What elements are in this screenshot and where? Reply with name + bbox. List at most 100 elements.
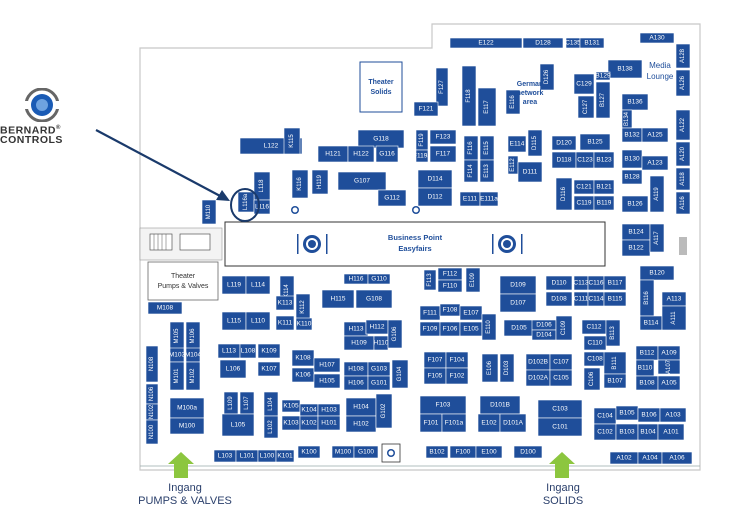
booth-e122[interactable] (449, 37, 523, 49)
booth-k110[interactable] (295, 317, 313, 331)
booth-a111[interactable] (661, 305, 687, 331)
booth-a103[interactable] (659, 407, 687, 423)
booth-c109[interactable] (555, 315, 573, 341)
booth-d101a[interactable] (499, 413, 527, 433)
booth-d116[interactable] (555, 177, 573, 211)
booth-f118[interactable] (461, 65, 477, 127)
booth-f123[interactable] (429, 129, 457, 145)
booth-h122[interactable] (347, 145, 375, 163)
booth-f119a[interactable] (415, 149, 429, 163)
booth-e111a[interactable] (479, 191, 499, 207)
booth-g100[interactable] (353, 445, 379, 459)
booth-k101[interactable] (275, 449, 295, 463)
booth-a130[interactable] (639, 32, 675, 44)
booth-g116[interactable] (375, 145, 399, 163)
booth-a122[interactable] (675, 109, 691, 141)
booth-k116[interactable] (291, 169, 309, 199)
booth-b131[interactable] (579, 37, 605, 49)
booth-a107[interactable] (657, 359, 681, 375)
booth-c127[interactable] (577, 95, 595, 119)
booth-h119[interactable] (311, 169, 329, 195)
booth-f102[interactable] (445, 367, 469, 385)
booth-f117[interactable] (429, 145, 457, 163)
booth-e113[interactable] (479, 159, 495, 183)
booth-f101a[interactable] (441, 413, 467, 433)
booth-g112[interactable] (377, 189, 407, 207)
booth-b102[interactable] (425, 445, 449, 459)
booth-f113[interactable] (423, 269, 437, 291)
booth-d110[interactable] (545, 275, 573, 291)
booth-l108[interactable] (239, 343, 257, 359)
booth-d128[interactable] (522, 37, 564, 49)
booth-d112[interactable] (417, 187, 453, 207)
booth-m100[interactable] (169, 417, 205, 435)
booth-a128[interactable] (675, 43, 691, 69)
booth-a101[interactable] (657, 423, 685, 441)
booth-a118[interactable] (675, 167, 691, 191)
booth-d107[interactable] (499, 293, 537, 313)
booth-l114[interactable] (245, 275, 271, 295)
booth-b138[interactable] (607, 59, 643, 79)
booth-k111[interactable] (275, 315, 295, 331)
booth-h107[interactable] (313, 357, 341, 373)
booth-g104[interactable] (391, 359, 409, 389)
booth-b127[interactable] (595, 81, 611, 119)
booth-a117[interactable] (649, 223, 665, 253)
booth-d100[interactable] (513, 445, 543, 459)
booth-d108[interactable] (545, 291, 573, 307)
booth-a105[interactable] (657, 375, 681, 391)
booth-c101[interactable] (537, 417, 583, 437)
booth-b107[interactable] (603, 373, 627, 389)
booth-g107[interactable] (337, 171, 387, 191)
booth-a126[interactable] (675, 69, 691, 97)
booth-b117[interactable] (603, 275, 627, 291)
booth-b119[interactable] (593, 195, 615, 211)
booth-c110[interactable] (583, 335, 607, 351)
booth-d120[interactable] (551, 135, 577, 151)
booth-b125[interactable] (579, 133, 611, 151)
booth-b136[interactable] (621, 93, 649, 111)
booth-g101[interactable] (367, 375, 391, 391)
booth-c129[interactable] (573, 73, 595, 95)
booth-d103[interactable] (499, 353, 515, 383)
booth-m102[interactable] (185, 361, 201, 391)
booth-n100[interactable] (145, 419, 159, 445)
booth-e100[interactable] (475, 445, 503, 459)
booth-e110[interactable] (481, 313, 497, 341)
booth-c106[interactable] (583, 367, 601, 391)
booth-e109[interactable] (465, 267, 481, 293)
booth-b129[interactable] (595, 71, 611, 81)
booth-l105[interactable] (221, 413, 255, 437)
booth-k109[interactable] (257, 343, 281, 359)
booth-b126[interactable] (621, 195, 649, 213)
booth-k113[interactable] (275, 295, 295, 311)
booth-f110[interactable] (437, 279, 463, 293)
booth-m108[interactable] (147, 301, 183, 315)
booth-m110[interactable] (201, 199, 217, 225)
booth-b121[interactable] (593, 179, 615, 195)
booth-e114[interactable] (507, 135, 527, 153)
booth-k115[interactable] (283, 127, 301, 155)
booth-e117[interactable] (477, 87, 497, 127)
booth-d115[interactable] (527, 129, 543, 157)
booth-e107[interactable] (459, 305, 483, 321)
booth-b123[interactable] (593, 151, 615, 169)
booth-b115[interactable] (603, 291, 627, 307)
booth-l102[interactable] (263, 415, 279, 439)
booth-g102[interactable] (375, 393, 393, 429)
booth-a125[interactable] (641, 127, 669, 143)
booth-g108[interactable] (355, 289, 393, 309)
booth-f114[interactable] (463, 159, 479, 183)
booth-h101[interactable] (317, 415, 341, 431)
booth-k100[interactable] (297, 445, 321, 459)
booth-b128[interactable] (621, 169, 643, 185)
booth-d111[interactable] (517, 161, 543, 183)
booth-g106[interactable] (387, 319, 403, 349)
booth-l106[interactable] (219, 359, 247, 379)
booth-d126[interactable] (539, 63, 555, 91)
booth-l110[interactable] (245, 311, 271, 331)
booth-b120[interactable] (639, 265, 675, 281)
booth-h105[interactable] (313, 373, 341, 389)
booth-f127[interactable] (435, 67, 449, 107)
booth-a120[interactable] (675, 141, 691, 167)
